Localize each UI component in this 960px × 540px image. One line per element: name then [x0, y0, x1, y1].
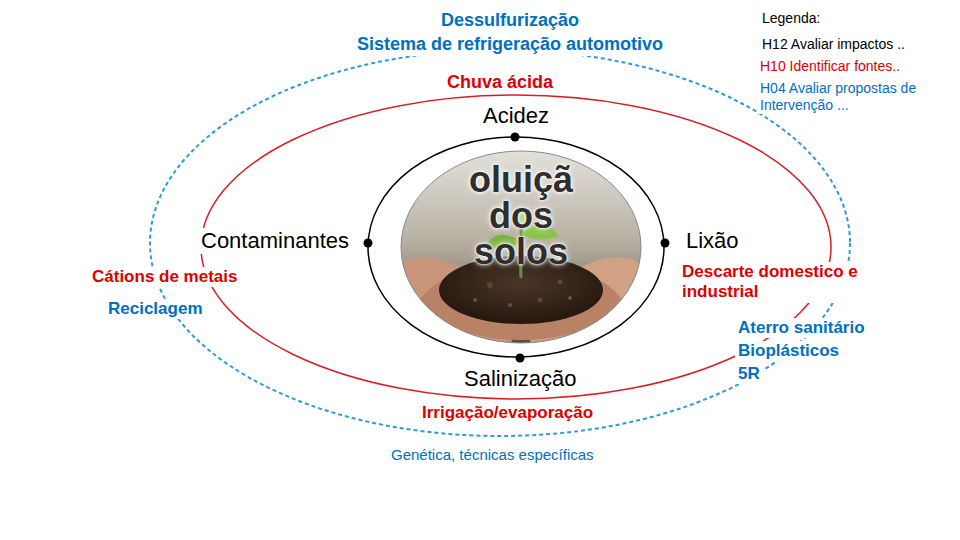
source-text: Descarte domestico e industrial [679, 262, 885, 303]
intervention-text: Reciclagem [105, 299, 206, 319]
intervention-ring [150, 50, 850, 436]
intervention-text: Aterro sanitário [735, 318, 868, 338]
legend-text: H10 Identificar fontes.. [760, 58, 900, 74]
legend-text: H04 Avaliar propostas de Intervenção ... [760, 80, 916, 113]
intervention-text: Genética, técnicas específicas [388, 446, 597, 464]
legend-entry: H04 Avaliar propostas de Intervenção ... [758, 80, 952, 114]
impact-label: Contaminantes [198, 228, 352, 254]
legend-heading: Legenda: [759, 10, 823, 27]
marker-dot [511, 133, 520, 142]
marker-dot [516, 354, 525, 363]
legend-color-sample: H04 Avaliar propostas de Intervenção ... [760, 80, 916, 113]
marker-dot [364, 239, 373, 248]
impact-label: Salinização [461, 366, 580, 392]
impact-ring [368, 137, 664, 357]
legend-entry: H10 Identificar fontes.. [758, 58, 902, 75]
photo-circle: oluiçã dos solos [400, 150, 642, 344]
intervention-text: 5R [735, 364, 763, 384]
impact-label: Acidez [480, 103, 552, 129]
photo-title: oluiçã dos solos [446, 162, 596, 270]
source-text: Cátions de metais [89, 267, 241, 287]
marker-dot [661, 239, 670, 248]
impact-label: Lixão [683, 228, 742, 254]
intervention-text: Bioplásticos [735, 341, 842, 361]
intervention-text: Dessulfurização [438, 10, 582, 32]
legend-color-sample: H10 Identificar fontes.. [760, 58, 900, 74]
intervention-text: Sistema de refrigeração automotivo [354, 34, 666, 56]
legend-entry: H12 Avaliar impactos .. [760, 36, 907, 53]
legend-text: H12 Avaliar impactos .. [762, 36, 905, 52]
source-text: Chuva ácida [444, 72, 556, 94]
legend-color-sample: H12 Avaliar impactos .. [762, 36, 905, 52]
source-text: Irrigação/evaporação [419, 403, 596, 423]
